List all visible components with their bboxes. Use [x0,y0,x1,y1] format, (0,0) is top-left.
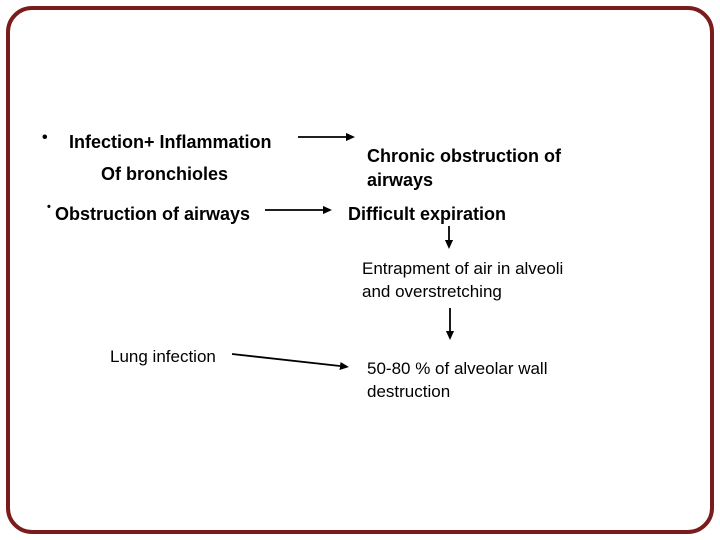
arrow-lung-to-alveolar [231,353,349,371]
node-alveolar-destruction: 50-80 % of alveolar wall destruction [367,357,547,403]
node-entrapment: Entrapment of air in alveoli and overstr… [362,257,563,303]
node-chronic-obstruction: Chronic obstruction of airways [367,144,561,192]
node-infection-inflammation-line2: Of bronchioles [101,164,229,184]
node-obstruction-airways: Obstruction of airways [55,204,251,224]
bullet-icon: • [47,201,51,213]
node-alveolar-destruction-line2: destruction [367,382,451,401]
node-infection-inflammation-line1: Infection+ Inflammation [69,132,272,152]
bullet-icon: • [42,129,48,146]
node-chronic-obstruction-line1: Chronic obstruction of [367,146,561,166]
node-lung-infection: Lung infection [110,347,216,366]
node-chronic-obstruction-line2: airways [367,170,434,190]
node-entrapment-line2: and overstretching [362,282,502,301]
node-alveolar-destruction-line1: 50-80 % of alveolar wall [367,359,548,378]
node-difficult-expiration: Difficult expiration [348,204,507,224]
node-entrapment-line1: Entrapment of air in alveoli [362,259,564,278]
